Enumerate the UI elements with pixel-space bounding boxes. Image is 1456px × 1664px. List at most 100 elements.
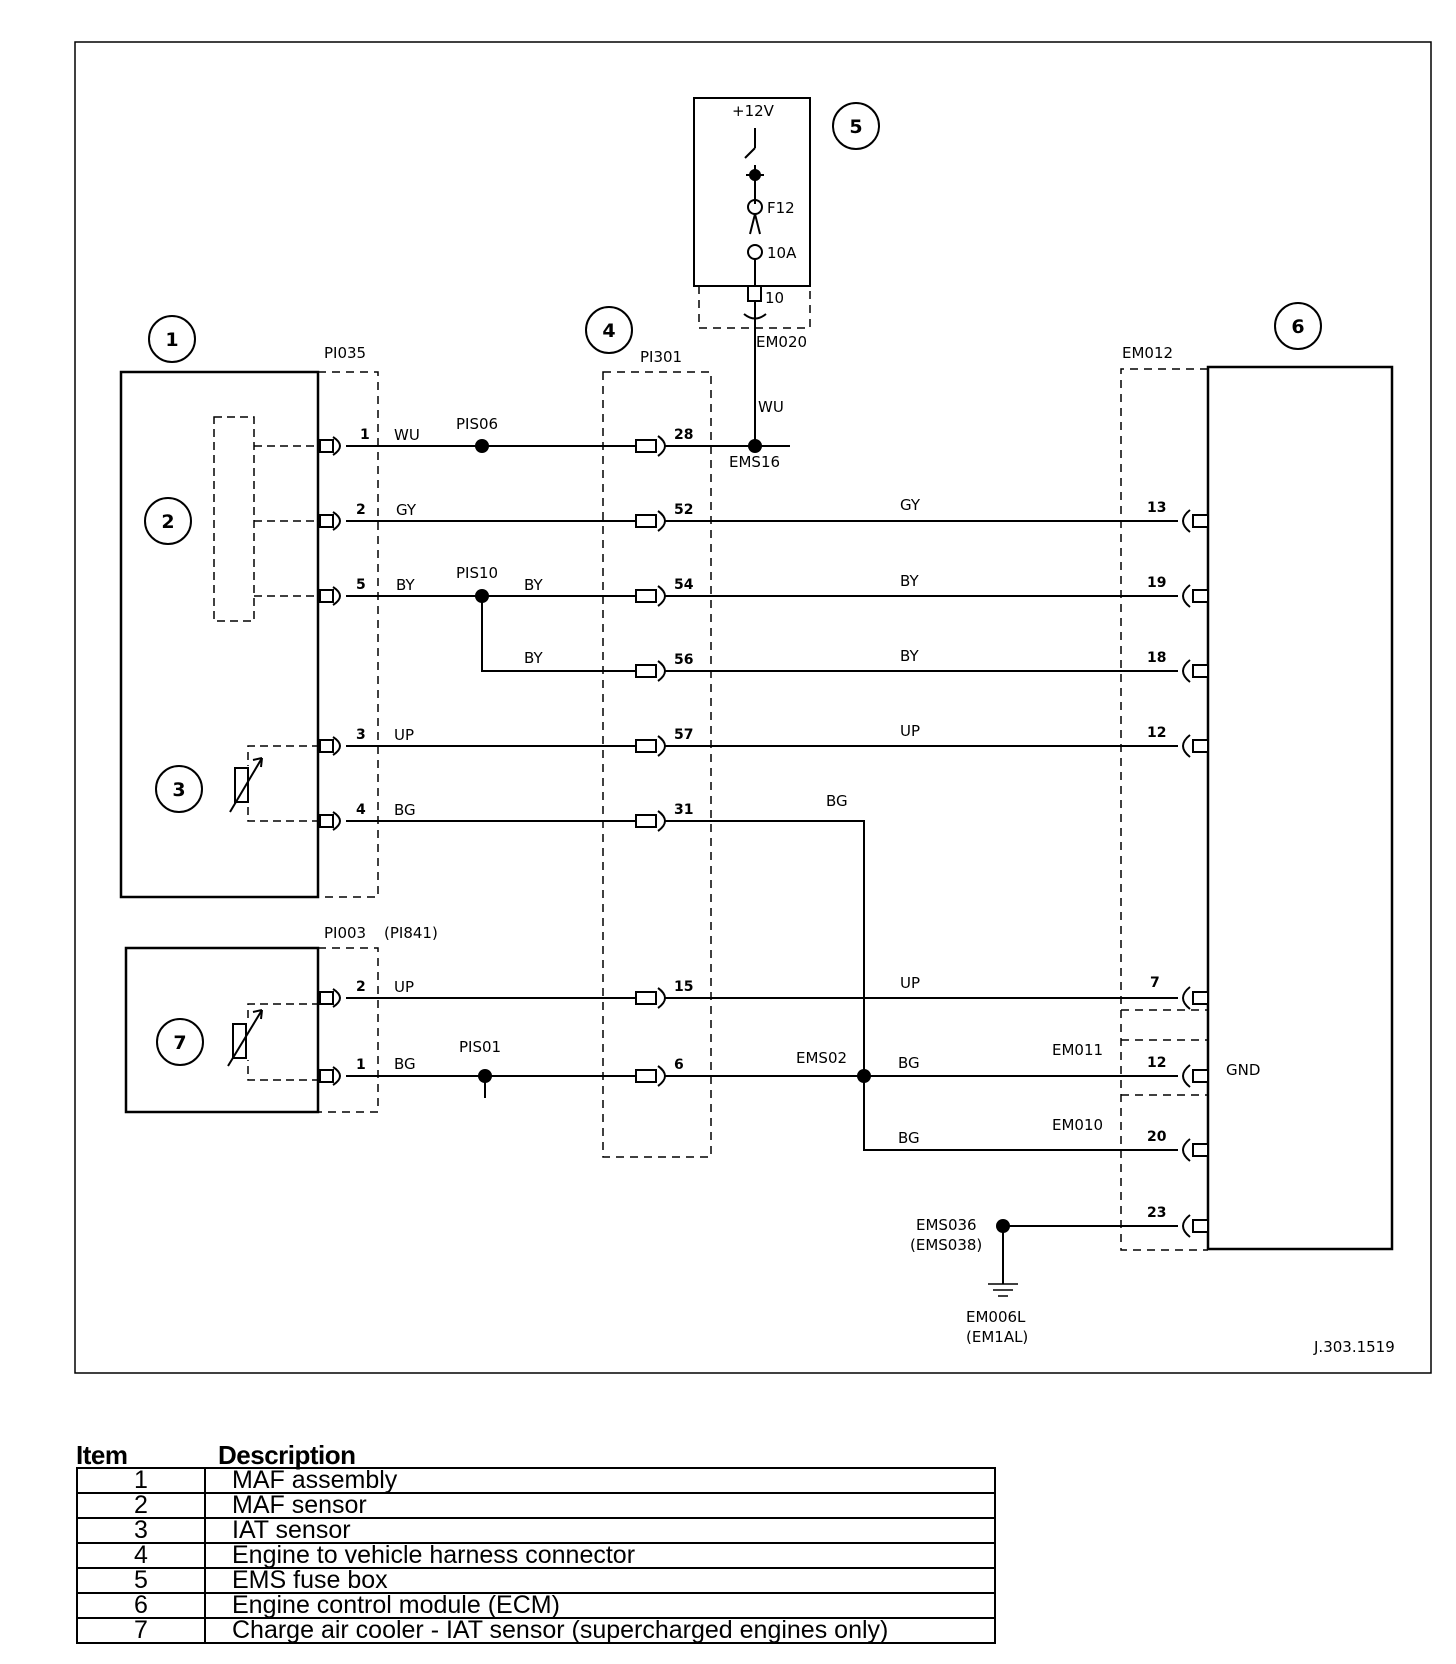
wire-color-up-3: UP xyxy=(394,978,414,996)
wire-color-bg-4: BG xyxy=(898,1054,920,1072)
callout-1: 1 xyxy=(165,329,178,351)
legend-description: EMS fuse box xyxy=(204,1567,996,1594)
cac-thermistor-symbol xyxy=(227,1009,263,1067)
ecm-box xyxy=(1206,365,1394,1251)
ground-label: EM006L xyxy=(966,1308,1026,1326)
maf-pin-4: 4 xyxy=(356,802,366,818)
ecm-pin-12b: 12 xyxy=(1147,1055,1166,1071)
connector-ecm-c-label: EM010 xyxy=(1052,1116,1103,1134)
fuse-voltage-label: +12V xyxy=(732,102,775,120)
wire-color-wu-2: WU xyxy=(758,398,784,416)
connector-cac-alt-label: (PI841) xyxy=(384,924,438,942)
fuse-rating-label: 10A xyxy=(767,244,797,262)
ecm-pin-20: 20 xyxy=(1147,1129,1167,1145)
gnd-label: GND xyxy=(1226,1061,1260,1079)
legend-row: 7 Charge air cooler - IAT sensor (superc… xyxy=(76,1617,996,1644)
splice-ems16-label: EMS16 xyxy=(729,453,780,471)
maf-terminals xyxy=(319,436,341,1086)
splice-dots xyxy=(475,439,1010,1233)
ground-splice-label: EMS036 xyxy=(916,1216,977,1234)
wire-color-by-2: BY xyxy=(524,576,543,594)
legend-description: MAF assembly xyxy=(204,1467,996,1494)
wire-color-bg-3: BG xyxy=(394,1055,416,1073)
connector-ecm-b-label: EM011 xyxy=(1052,1041,1103,1059)
cac-pin-1: 1 xyxy=(356,1057,366,1073)
splice-pis06-label: PIS06 xyxy=(456,415,498,433)
harness-pin-56: 56 xyxy=(674,652,693,668)
wire-color-by-4: BY xyxy=(524,649,543,667)
legend-table: 1 MAF assembly 2 MAF sensor 3 IAT sensor… xyxy=(76,1467,996,1644)
splice-pis01-label: PIS01 xyxy=(459,1038,501,1056)
connector-ecm-label: EM012 xyxy=(1122,344,1173,362)
legend-item: 5 xyxy=(76,1567,206,1594)
ecm-pin-18: 18 xyxy=(1147,650,1166,666)
wire-color-by-3: BY xyxy=(900,572,919,590)
fuse-pin-label: 10 xyxy=(765,289,784,307)
splice-ems02-label: EMS02 xyxy=(796,1049,847,1067)
callout-3: 3 xyxy=(172,779,185,801)
connector-cac-label: PI003 xyxy=(324,924,366,942)
legend-item: 2 xyxy=(76,1492,206,1519)
legend-item: 4 xyxy=(76,1542,206,1569)
ground-icon xyxy=(988,1283,1018,1297)
legend-item: 7 xyxy=(76,1617,206,1644)
harness-pin-31: 31 xyxy=(674,802,693,818)
wire-color-bg-2: BG xyxy=(826,792,848,810)
connector-outlines xyxy=(318,286,1208,1251)
splice-pis10-label: PIS10 xyxy=(456,564,498,582)
legend-item-header: Item xyxy=(76,1440,128,1470)
legend-description: MAF sensor xyxy=(204,1492,996,1519)
legend-row: 5 EMS fuse box xyxy=(76,1567,996,1594)
legend-description: Engine to vehicle harness connector xyxy=(204,1542,996,1569)
maf-pin-1: 1 xyxy=(360,427,370,443)
callout-4: 4 xyxy=(602,320,615,342)
fuse-symbol xyxy=(743,128,767,320)
callout-7: 7 xyxy=(173,1032,186,1054)
ecm-pin-7: 7 xyxy=(1150,975,1160,991)
cac-iat-sensor-box xyxy=(124,946,320,1114)
fuse-name-label: F12 xyxy=(767,199,795,217)
legend-description: Engine control module (ECM) xyxy=(204,1592,996,1619)
maf-sensor-box xyxy=(213,416,255,622)
ecm-terminals xyxy=(1182,509,1209,1238)
maf-pin-5: 5 xyxy=(356,577,366,593)
maf-pin-3: 3 xyxy=(356,727,366,743)
wire-color-wu-1: WU xyxy=(394,426,420,444)
legend-item: 6 xyxy=(76,1592,206,1619)
iat-thermistor-symbol xyxy=(229,757,263,813)
connector-maf-label: PI035 xyxy=(324,344,366,362)
cac-pin-2: 2 xyxy=(356,979,366,995)
harness-pin-52: 52 xyxy=(674,502,693,518)
legend-row: 3 IAT sensor xyxy=(76,1517,996,1544)
wire-color-up-1: UP xyxy=(394,726,414,744)
callout-circles xyxy=(144,102,1322,1066)
maf-assembly-box xyxy=(119,370,320,899)
ground-splice-alt-label: (EMS038) xyxy=(910,1236,982,1254)
diagram-frame xyxy=(74,41,1432,1374)
callout-5: 5 xyxy=(849,116,862,138)
wire-color-by-1: BY xyxy=(396,576,415,594)
figure-id: J.303.1519 xyxy=(1313,1338,1395,1356)
harness-pin-28: 28 xyxy=(674,427,693,443)
legend-description-header: Description xyxy=(218,1440,356,1470)
fuse-connector-label: EM020 xyxy=(756,333,807,351)
harness-pin-54: 54 xyxy=(674,577,694,593)
ecm-pin-19: 19 xyxy=(1147,575,1166,591)
legend-description: IAT sensor xyxy=(204,1517,996,1544)
ecm-pin-12a: 12 xyxy=(1147,725,1166,741)
harness-pin-57: 57 xyxy=(674,727,693,743)
wires xyxy=(346,300,1178,1284)
wire-color-bg-5: BG xyxy=(898,1129,920,1147)
legend-description: Charge air cooler - IAT sensor (supercha… xyxy=(204,1617,996,1644)
wire-color-bg-1: BG xyxy=(394,801,416,819)
harness-terminals xyxy=(635,435,666,1087)
legend-row: 2 MAF sensor xyxy=(76,1492,996,1519)
legend-row: 6 Engine control module (ECM) xyxy=(76,1592,996,1619)
wire-color-up-2: UP xyxy=(900,722,920,740)
sensor-internal-leads xyxy=(247,445,320,1081)
wire-color-up-4: UP xyxy=(900,974,920,992)
harness-pin-6: 6 xyxy=(674,1057,684,1073)
callout-2: 2 xyxy=(161,511,174,533)
legend-row: 4 Engine to vehicle harness connector xyxy=(76,1542,996,1569)
callout-6: 6 xyxy=(1291,316,1304,338)
